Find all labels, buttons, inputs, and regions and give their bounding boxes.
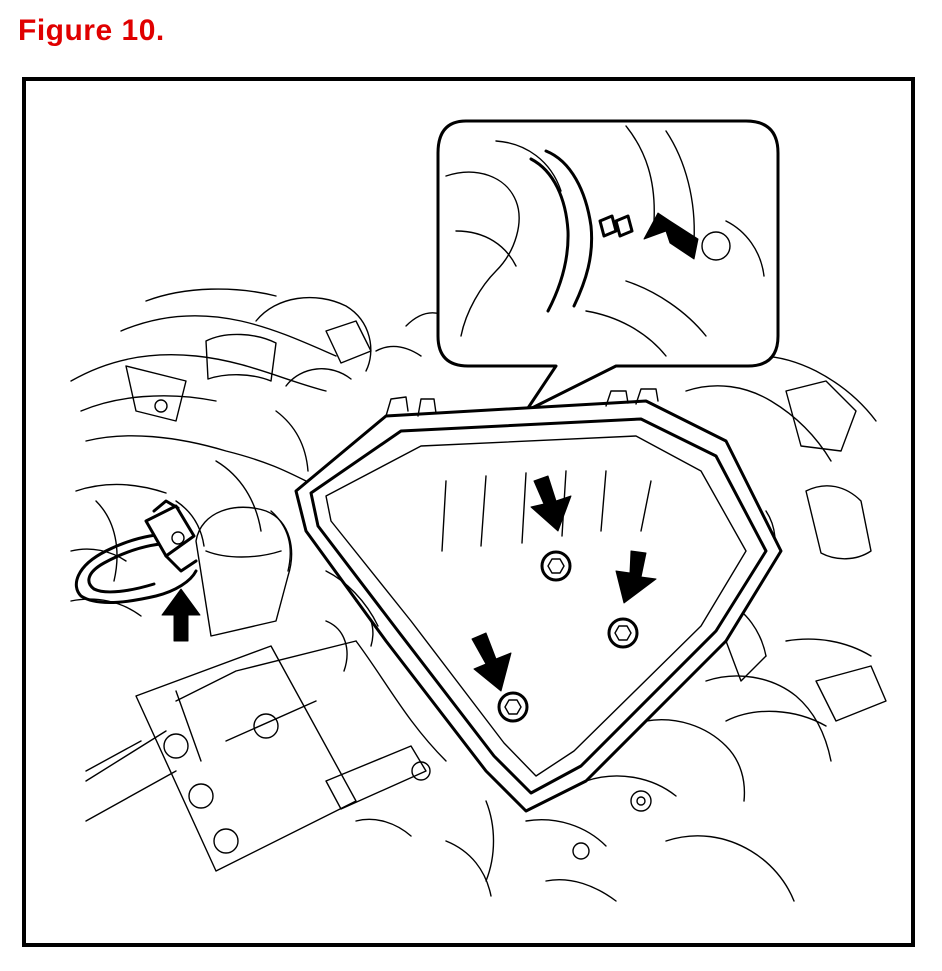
bolts [497, 550, 639, 723]
bolt-icon [607, 617, 639, 649]
arrow-down-icon [530, 475, 572, 532]
engine-bay-illustration [70, 119, 887, 902]
bolt-icon [540, 550, 572, 582]
hose-clamp-icon [144, 504, 196, 558]
arrow-up-icon [161, 588, 201, 642]
battery-block [85, 645, 357, 872]
bolt-icon [497, 691, 529, 723]
callout-bubble [436, 119, 780, 413]
arrow-down-icon [615, 550, 657, 604]
reservoir-tank [195, 506, 293, 637]
hose-clamp-assembly [74, 499, 198, 604]
direction-arrows [161, 475, 657, 692]
arrow-down-icon [471, 632, 512, 692]
air-filter-housing [294, 388, 783, 813]
illustration-frame [22, 77, 915, 947]
callout-arrow-icon [643, 212, 699, 260]
figure-title: Figure 10. [18, 14, 165, 47]
